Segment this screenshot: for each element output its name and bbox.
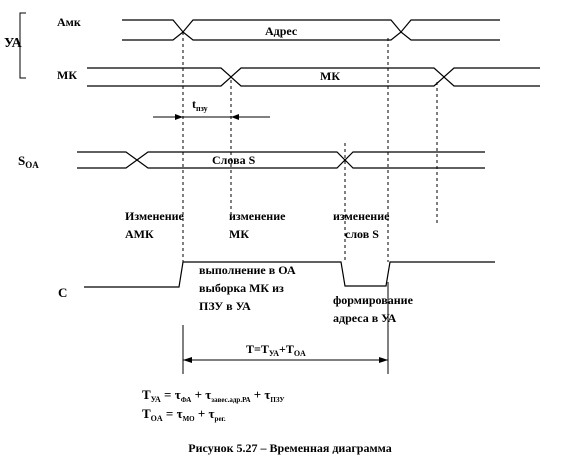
- c-waveform: [84, 261, 495, 288]
- formula-t-ua: TУА = τФА + τзавес.адр.РА + τПЗУ: [142, 387, 285, 404]
- ua-group-bracket: [19, 12, 26, 79]
- setup-time-label: tпзу: [192, 97, 208, 113]
- soa-waveform-bottom: [77, 159, 485, 169]
- period-label: T=TУА+TOA: [246, 342, 306, 358]
- mk-value-label: МК: [320, 69, 340, 83]
- c-signal-label: C: [58, 285, 67, 300]
- event-label-amk: Изменение АМК: [125, 209, 187, 241]
- soa-signal-label: SOA: [18, 153, 39, 170]
- soa-value-label: Слова S: [212, 153, 256, 167]
- amk-waveform-bottom: [122, 31, 500, 41]
- setup-time-arrow-left: [175, 114, 183, 120]
- ua-group-label: УА: [4, 36, 23, 51]
- phase-label-execution: выполнение в ОА выборка МК из ПЗУ в УА: [199, 263, 299, 313]
- mk-signal-label: МК: [57, 68, 77, 82]
- soa-waveform-top: [77, 151, 485, 161]
- setup-time-arrow-right: [231, 114, 239, 120]
- period-arrow-right: [379, 357, 388, 363]
- amk-signal-label: Амк: [57, 15, 81, 29]
- figure-caption: Рисунок 5.27 – Временная диаграмма: [188, 441, 391, 455]
- event-label-soa: изменение слов S: [333, 209, 392, 241]
- phase-label-address-forming: формирование адреса в УА: [333, 293, 416, 325]
- period-arrow-left: [183, 357, 192, 363]
- mk-waveform-top: [87, 67, 540, 78]
- amk-waveform-top: [122, 19, 500, 33]
- mk-waveform-bottom: [87, 76, 540, 87]
- event-label-mk: изменение МК: [229, 209, 288, 241]
- amk-value-label: Адрес: [265, 24, 298, 38]
- formula-t-oa: TOA = τМО + τрег.: [142, 406, 226, 423]
